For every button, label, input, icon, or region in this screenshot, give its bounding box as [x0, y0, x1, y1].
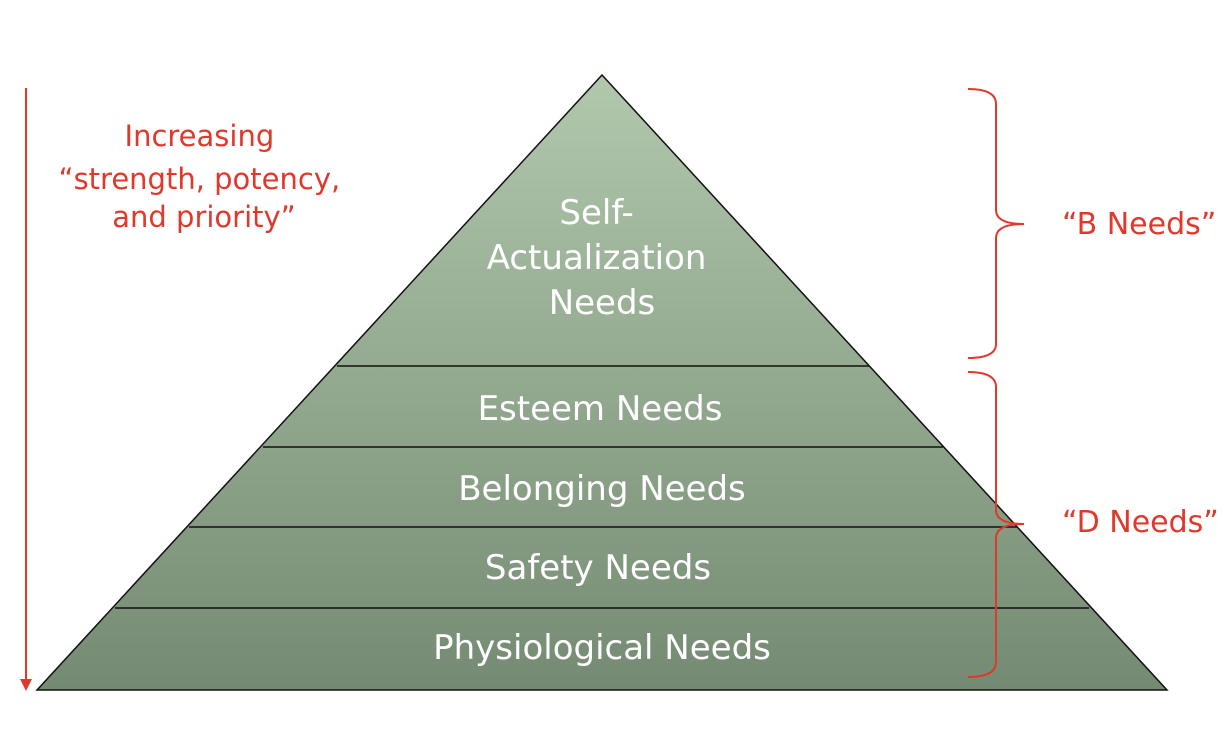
d-needs-label: “D Needs”: [1062, 505, 1219, 540]
pyramid-body: [35, 73, 1169, 691]
layer-label-esteem: Esteem Needs: [478, 389, 723, 429]
priority-arrow-head: [20, 679, 32, 691]
layer-label-safety: Safety Needs: [485, 548, 711, 588]
b-needs-label: “B Needs”: [1062, 207, 1216, 242]
layer-label-self-actualization: Self- Actualization Needs: [487, 193, 718, 323]
layer-label-line: Self-: [559, 193, 633, 233]
priority-arrow-label-line: and priority”: [112, 200, 295, 234]
d-needs-brace: [967, 371, 1025, 678]
priority-arrow-label: Increasing “strength, potency, and prior…: [59, 119, 350, 234]
layer-label-line: Needs: [549, 283, 656, 323]
priority-arrow-label-line: Increasing: [125, 119, 275, 153]
priority-arrow-label-line: “strength, potency,: [59, 162, 341, 196]
layer-label-belonging: Belonging Needs: [458, 469, 746, 509]
b-needs-brace: [967, 88, 1025, 359]
layer-label-physiological: Physiological Needs: [433, 628, 771, 668]
layer-label-line: Actualization: [487, 238, 707, 278]
